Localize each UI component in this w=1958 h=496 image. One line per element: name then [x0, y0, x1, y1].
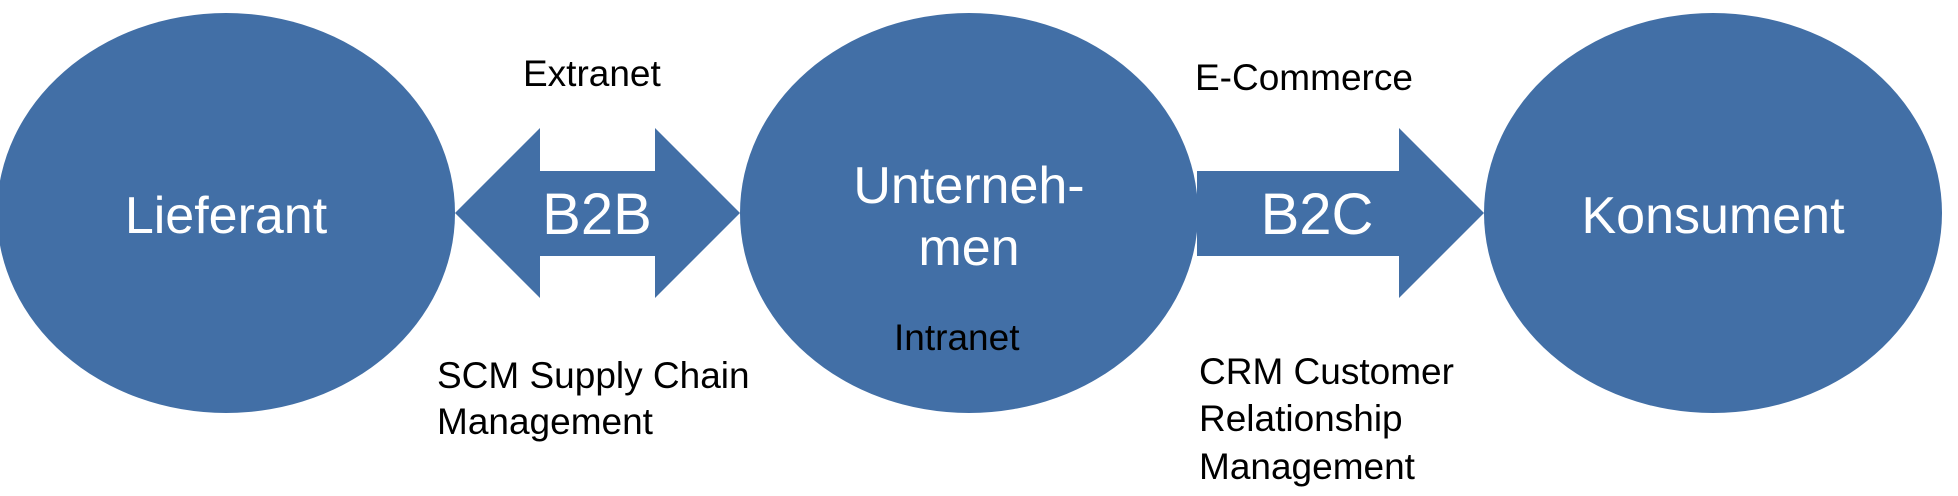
company-label-line2: men — [918, 219, 1019, 277]
b2c-label: B2C — [1261, 182, 1374, 247]
supplier-label: Lieferant — [125, 187, 328, 245]
scm-caption-line1: SCM Supply Chain — [437, 355, 750, 396]
consumer-label: Konsument — [1581, 187, 1845, 245]
intranet-caption: Intranet — [894, 317, 1020, 358]
ecommerce-caption: E-Commerce — [1195, 57, 1413, 98]
company-label-line1: Unterneh- — [853, 157, 1084, 215]
consumer-node — [1484, 13, 1942, 413]
b2b-label: B2B — [542, 182, 652, 247]
b2b-double-arrow — [455, 128, 740, 298]
scm-caption-line2: Management — [437, 401, 654, 442]
b2c-arrow — [1197, 128, 1484, 298]
extranet-caption: Extranet — [523, 53, 662, 94]
crm-caption-line3: Management — [1199, 446, 1416, 487]
company-node — [740, 13, 1198, 413]
crm-caption-line2: Relationship — [1199, 398, 1403, 439]
crm-caption-line1: CRM Customer — [1199, 351, 1454, 392]
supplier-node — [0, 13, 455, 413]
